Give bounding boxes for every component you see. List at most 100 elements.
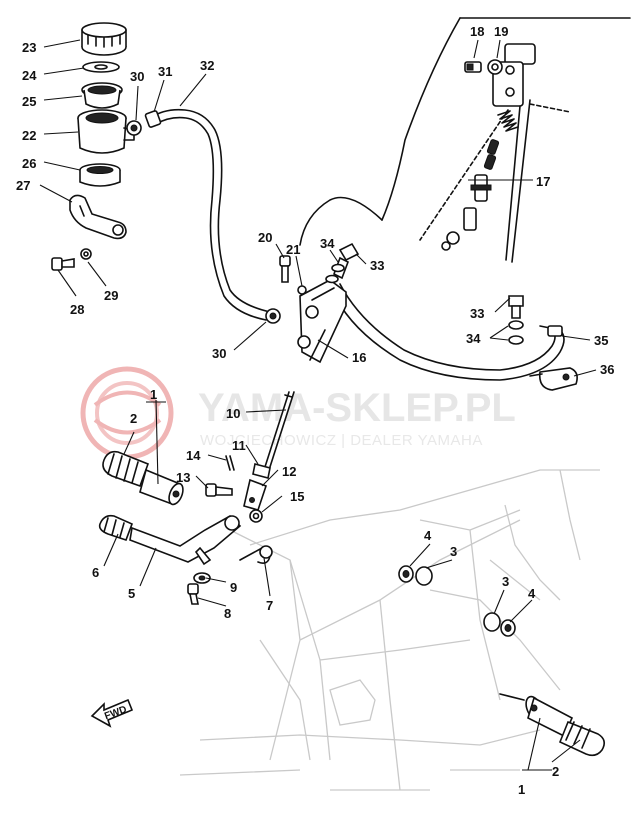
part-25-diaphragm <box>81 82 123 109</box>
callout-14: 14 <box>186 448 201 463</box>
part-1-footrest-bar-upper <box>139 468 184 506</box>
callout-24: 24 <box>22 68 37 83</box>
piston-assembly <box>441 174 492 251</box>
reservoir-hose <box>126 108 281 324</box>
callout-1-lower: 1 <box>518 782 525 797</box>
callout-34-top: 34 <box>320 236 335 251</box>
callout-33-right: 33 <box>470 306 484 321</box>
callout-34-right: 34 <box>466 331 481 346</box>
part-3-spacer-upper <box>415 566 433 586</box>
part-34-washers-right <box>508 320 524 345</box>
part-29-nut <box>80 248 92 260</box>
callout-26: 26 <box>22 156 36 171</box>
callout-30-mid: 30 <box>212 346 226 361</box>
footrest-right-assembly <box>499 693 606 757</box>
part-8-bolt <box>187 583 199 605</box>
leader-lines <box>39 39 597 771</box>
callout-30-top: 30 <box>130 69 144 84</box>
part-21-washer <box>297 285 307 295</box>
part-10-push-rod <box>263 391 295 471</box>
master-cylinder-inset <box>299 17 631 263</box>
part-23-reservoir-cap <box>81 22 127 56</box>
part-6-pedal-rubber <box>98 514 134 542</box>
callout-12: 12 <box>282 464 296 479</box>
part-26-band <box>79 163 121 187</box>
callout-23: 23 <box>22 40 36 55</box>
brake-pedal-assembly <box>98 514 273 605</box>
part-5-brake-pedal <box>129 515 242 566</box>
part-11-lock-nut <box>252 463 271 479</box>
part-16-master-cylinder <box>297 279 347 364</box>
motorcycle-frame <box>179 469 600 791</box>
callout-10: 10 <box>226 406 240 421</box>
callout-31: 31 <box>158 64 172 79</box>
hose-end-fitting <box>144 110 162 128</box>
callout-20: 20 <box>258 230 272 245</box>
watermark-title: YAMA-SKLEP.PL <box>198 386 516 430</box>
callout-5: 5 <box>128 586 135 601</box>
callout-13: 13 <box>176 470 190 485</box>
callout-16: 16 <box>352 350 366 365</box>
part-30-hose-clamp-top <box>126 120 142 136</box>
callout-35: 35 <box>594 333 608 348</box>
part-30-hose-clamp-bottom <box>265 308 281 324</box>
part-33-union-bolt-right <box>508 295 524 319</box>
fwd-label: FWD <box>103 704 128 722</box>
part-22-reservoir-tank <box>77 109 135 154</box>
callout-4-upper: 4 <box>424 528 432 543</box>
callout-11: 11 <box>232 438 246 453</box>
part-14-cotter-pin <box>225 455 235 471</box>
callout-2-lower: 2 <box>552 764 559 779</box>
callout-22: 22 <box>22 128 36 143</box>
footrest-left-assembly <box>102 450 184 506</box>
piston-spring <box>483 110 519 170</box>
master-cylinder-body <box>492 43 536 263</box>
callout-15: 15 <box>290 489 304 504</box>
part-28-bolt <box>51 257 75 271</box>
watermark: YAMA-SKLEP.PL WOJCIECHOWICZ | DEALER YAM… <box>80 366 516 460</box>
part-24-diaphragm-plate <box>82 61 120 73</box>
part-35-brake-hose <box>331 283 565 381</box>
callout-8: 8 <box>224 606 231 621</box>
callout-6: 6 <box>92 565 99 580</box>
part-15-washer <box>249 509 263 523</box>
callout-33-top: 33 <box>370 258 384 273</box>
part-4-washer-upper <box>398 565 414 583</box>
part-7-return-spring <box>239 545 273 564</box>
callout-25: 25 <box>22 94 36 109</box>
callout-29: 29 <box>104 288 118 303</box>
part-4-washer-lower <box>500 619 516 637</box>
callout-7: 7 <box>266 598 273 613</box>
part-19-cap <box>487 39 503 75</box>
callout-1-upper: 1 <box>150 387 157 402</box>
callout-3-lower: 3 <box>502 574 509 589</box>
callout-3-upper: 3 <box>450 544 457 559</box>
callout-28: 28 <box>70 302 84 317</box>
callout-9: 9 <box>230 580 237 595</box>
callout-32: 32 <box>200 58 214 73</box>
brake-reservoir-assembly <box>51 22 135 271</box>
part-13-clevis-pin <box>205 483 233 497</box>
callout-18: 18 <box>470 24 484 39</box>
part-9-pivot-bolt <box>193 572 211 584</box>
callout-19: 19 <box>494 24 508 39</box>
part-3-spacer-lower <box>483 612 501 632</box>
fwd-direction-arrow: FWD <box>90 698 134 728</box>
callout-21: 21 <box>286 242 300 257</box>
callout-17: 17 <box>536 174 550 189</box>
part-1-footrest-bar-lower <box>499 693 574 738</box>
callout-27: 27 <box>16 178 30 193</box>
part-12-clevis <box>243 478 268 511</box>
part-36-brake-switch-bracket <box>529 367 578 391</box>
part-18-bleed-screw <box>464 39 482 73</box>
callout-2-upper: 2 <box>130 411 137 426</box>
part-34-washers-top <box>325 263 345 284</box>
part-27-bracket <box>69 194 127 240</box>
watermark-subtitle: WOJCIECHOWICZ | DEALER YAMAHA <box>200 432 483 449</box>
part-20-bolt <box>279 255 291 283</box>
callout-labels: 23 24 25 22 26 27 28 29 30 31 32 30 20 2… <box>16 24 614 797</box>
callout-36: 36 <box>600 362 614 377</box>
callout-4-lower: 4 <box>528 586 536 601</box>
yama-sklep-logo <box>80 366 174 460</box>
